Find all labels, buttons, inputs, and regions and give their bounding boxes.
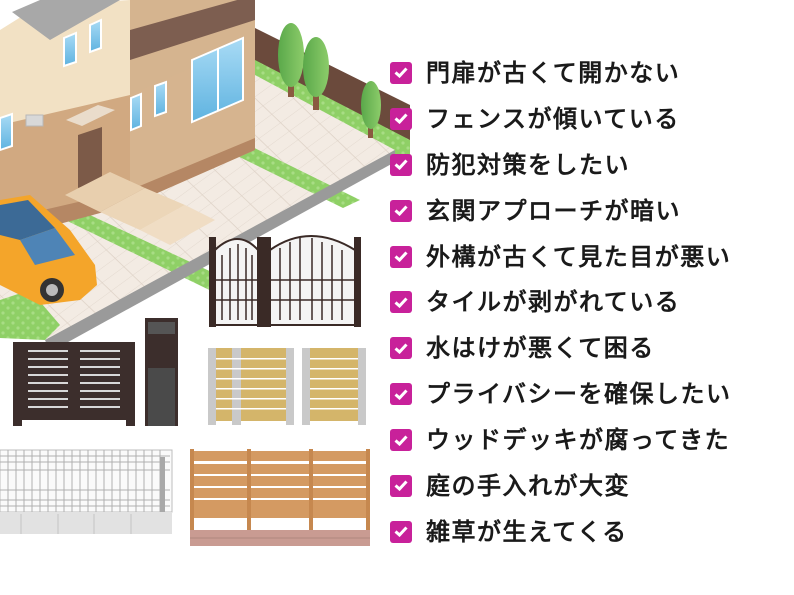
checklist-item-label: 玄関アプローチが暗い xyxy=(426,196,681,225)
slatted-gate-icon xyxy=(13,342,135,426)
checklist-item-label: タイルが剥がれている xyxy=(426,288,681,317)
checklist-item: 門扉が古くて開かない xyxy=(390,50,732,96)
checklist-item-label: プライバシーを確保したい xyxy=(426,380,732,409)
checkbox-checked-icon xyxy=(390,474,412,497)
wood-panel-gates-icon xyxy=(208,348,366,425)
checklist-item: 防犯対策をしたい xyxy=(390,142,732,188)
checklist-item: プライバシーを確保したい xyxy=(390,371,732,417)
wood-slat-fence-icon xyxy=(190,449,370,546)
checkbox-checked-icon xyxy=(390,291,412,314)
checklist-item-label: 門扉が古くて開かない xyxy=(426,58,681,87)
checklist-item: ウッドデッキが腐ってきた xyxy=(390,417,732,463)
checklist-item: 水はけが悪くて困る xyxy=(390,325,732,371)
checklist-item-label: 庭の手入れが大変 xyxy=(426,471,630,500)
checklist-item-label: フェンスが傾いている xyxy=(426,104,680,133)
wrought-iron-gates-icon xyxy=(209,235,361,327)
tree-icon xyxy=(278,23,381,138)
checkbox-checked-icon xyxy=(390,107,412,130)
checklist-item-label: 外構が古くて見た目が悪い xyxy=(426,242,732,271)
checklist-item: 外構が古くて見た目が悪い xyxy=(390,234,732,280)
checklist-item: 雑草が生えてくる xyxy=(390,509,732,555)
checklist-item-label: 防犯対策をしたい xyxy=(426,150,630,179)
car-icon xyxy=(0,195,97,305)
checkbox-checked-icon xyxy=(390,429,412,452)
checkbox-checked-icon xyxy=(390,61,412,84)
checklist-item-label: ウッドデッキが腐ってきた xyxy=(426,426,731,455)
problem-checklist: 門扉が古くて開かない フェンスが傾いている 防犯対策をしたい 玄関アプローチが暗… xyxy=(390,50,732,555)
checklist-item: タイルが剥がれている xyxy=(390,279,732,325)
mail-post-icon xyxy=(145,318,178,426)
checkbox-checked-icon xyxy=(390,245,412,268)
checklist-item-label: 雑草が生えてくる xyxy=(426,517,628,546)
checkbox-checked-icon xyxy=(390,383,412,406)
checkbox-checked-icon xyxy=(390,337,412,360)
checkbox-checked-icon xyxy=(390,520,412,543)
mesh-fence-icon xyxy=(0,449,173,534)
checkbox-checked-icon xyxy=(390,199,412,222)
checkbox-checked-icon xyxy=(390,153,412,176)
checklist-item: 庭の手入れが大変 xyxy=(390,463,732,509)
house-icon xyxy=(0,0,255,245)
checklist-item: フェンスが傾いている xyxy=(390,96,732,142)
checklist-item-label: 水はけが悪くて困る xyxy=(426,334,655,363)
checklist-item: 玄関アプローチが暗い xyxy=(390,188,732,234)
